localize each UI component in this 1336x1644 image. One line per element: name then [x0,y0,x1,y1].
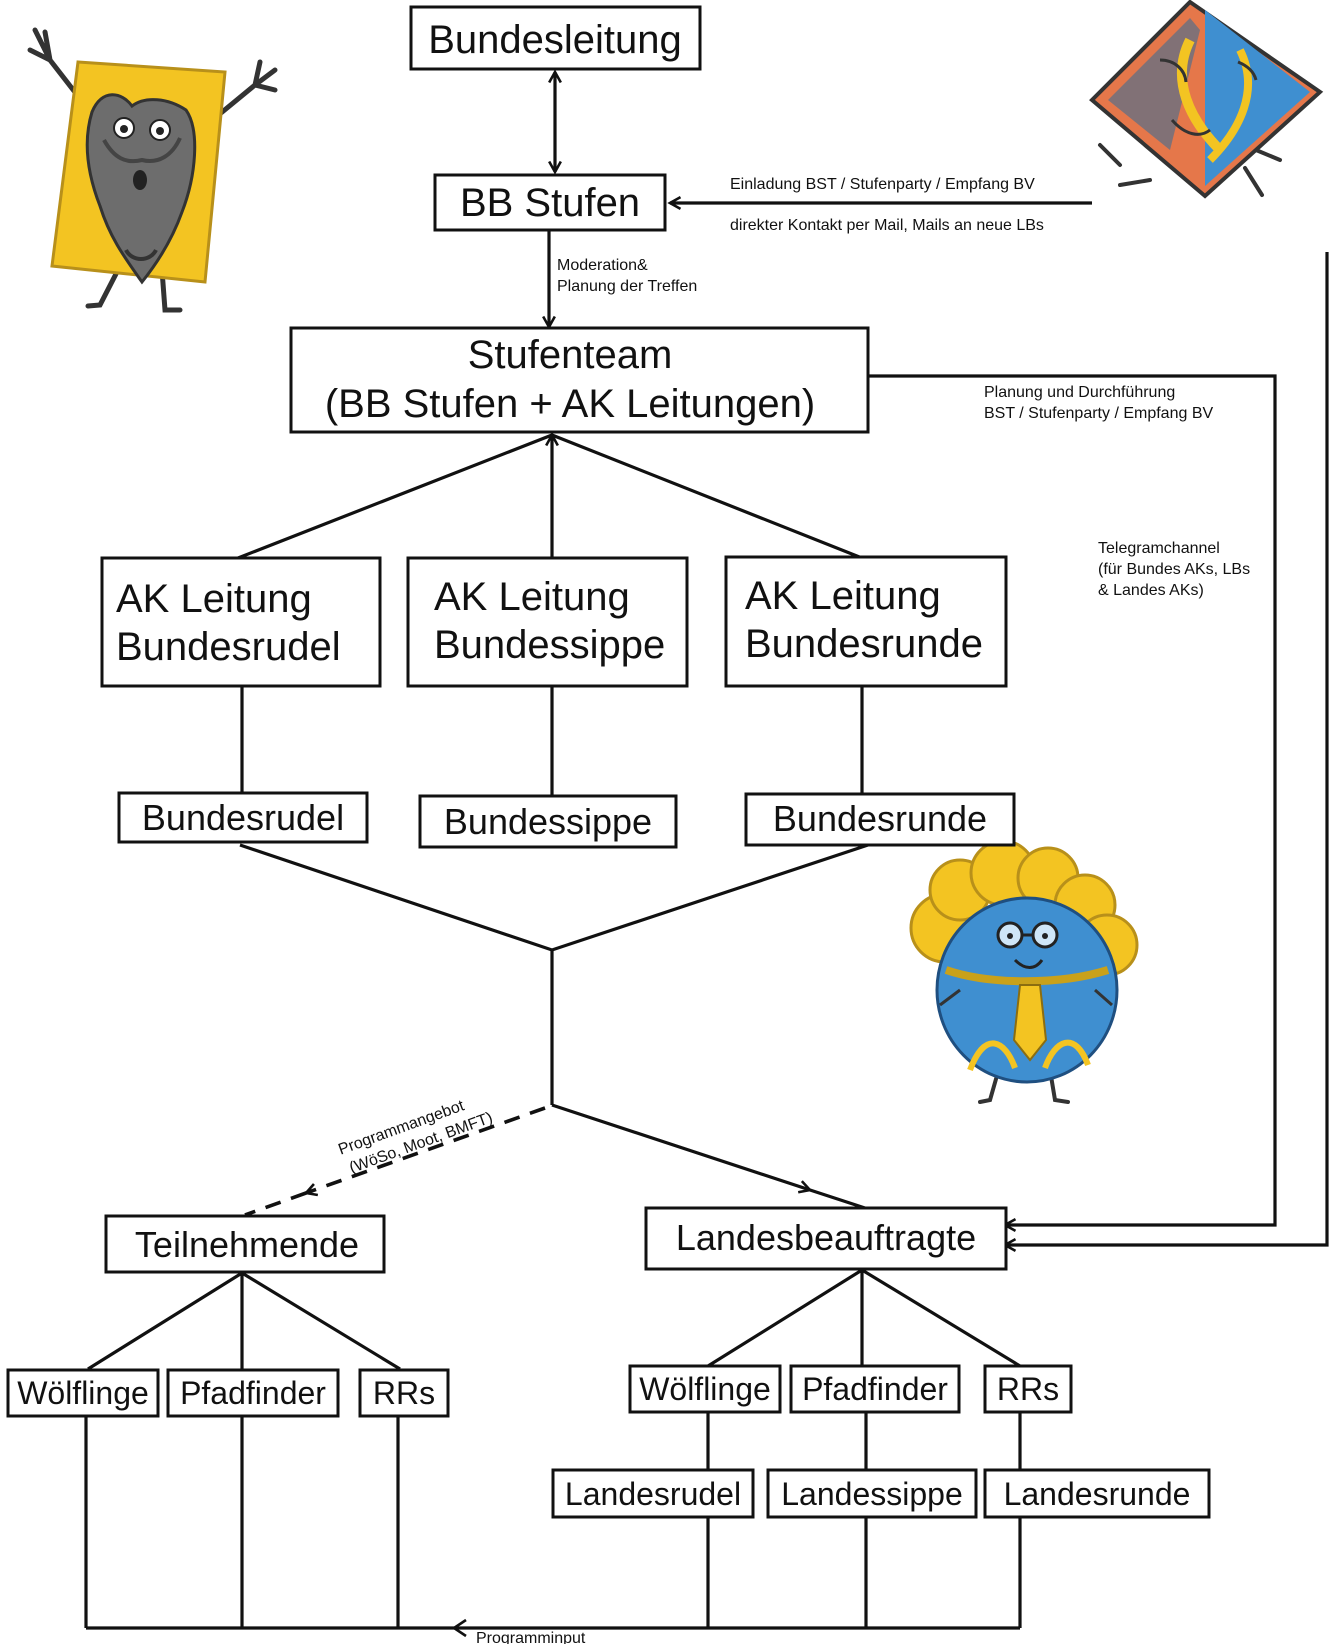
ak-bundesrudel-line1: AK Leitung [116,577,312,621]
bundesrunde-label: Bundesrunde [773,798,987,839]
connector-telegram-landesbeauftragte [1005,252,1329,1245]
connector-trunk-landesbeauftragte [551,1103,810,1190]
moderation-annotation-line2: Planung der Treffen [557,278,697,295]
node-bundessippe: Bundessippe [418,794,678,849]
connector-trunk-landesbeauftragte-end [809,1188,866,1210]
bundessippe-label: Bundessippe [444,801,652,842]
landesrudel-label: Landesrudel [565,1476,741,1512]
telegram-annotation-line3: & Landes AKs) [1098,582,1204,599]
programminput-annotation: Programminput [476,1630,586,1644]
landesbeauftragte-label: Landesbeauftragte [676,1217,976,1258]
node-landes-rrs: RRs [983,1364,1073,1414]
node-bundesrudel: Bundesrudel [117,791,369,844]
landes-rrs-label: RRs [997,1371,1059,1407]
node-teilnehmende-rrs: RRs [358,1368,450,1418]
connector-stufenteam-landesbeauftragte [868,374,1277,1225]
landesrunde-label: Landesrunde [1004,1476,1191,1512]
teilnehmende-pfadfinder-label: Pfadfinder [180,1375,326,1411]
node-ak-leitung-bundesrunde: AK Leitung Bundesrunde [724,555,1008,688]
stufenteam-label-line2: (BB Stufen + AK Leitungen) [325,382,815,426]
ak-bundesrunde-line1: AK Leitung [745,574,941,618]
node-landesbeauftragte: Landesbeauftragte [644,1206,1008,1271]
node-landes-pfadfinder: Pfadfinder [789,1364,961,1414]
stufenteam-label-line1: Stufenteam [468,333,673,377]
ak-bundesrudel-line2: Bundesrudel [116,625,341,669]
moderation-annotation-line1: Moderation& [557,257,648,274]
node-bb-stufen: BB Stufen [433,173,667,232]
connector-ak-outer [237,433,863,560]
planung-annotation-line1: Planung und Durchführung [984,384,1175,401]
node-teilnehmende-woelflinge: Wölflinge [6,1368,160,1418]
diamond-face-mascot-icon [1089,0,1324,199]
connector-programmangebot-end [244,1191,307,1217]
landes-woelflinge-label: Wölflinge [639,1371,771,1407]
wolf-mascot-icon [27,27,278,313]
telegram-annotation-line2: (für Bundes AKs, LBs [1098,561,1250,578]
node-landessippe: Landessippe [766,1468,978,1519]
connector-teilnehmende-tree [87,1271,401,1371]
teilnehmende-label: Teilnehmende [135,1224,359,1265]
node-bundesrunde: Bundesrunde [744,792,1016,847]
planung-annotation-line2: BST / Stufenparty / Empfang BV [984,405,1213,422]
bb-stufen-label: BB Stufen [460,181,640,225]
node-ak-leitung-bundessippe: AK Leitung Bundessippe [406,556,689,688]
connector-landesbeauftragte-tree [707,1268,1021,1368]
ak-bundessippe-line1: AK Leitung [434,575,630,619]
bundesleitung-label: Bundesleitung [428,18,682,62]
node-ak-leitung-bundesrudel: AK Leitung Bundesrudel [100,556,382,688]
node-teilnehmende-pfadfinder: Pfadfinder [166,1368,340,1418]
connector-bundes-converge [239,843,869,952]
programminput-arrowhead [451,1618,467,1638]
node-landesrunde: Landesrunde [983,1468,1211,1519]
einladung-annotation: Einladung BST / Stufenparty / Empfang BV [730,176,1035,193]
node-stufenteam: Stufenteam (BB Stufen + AK Leitungen) [289,326,870,434]
blue-round-mascot-icon [909,839,1139,1104]
connectors [84,72,1329,1638]
telegram-annotation-line1: Telegramchannel [1098,540,1220,557]
bundesrudel-label: Bundesrudel [142,797,344,838]
ak-bundessippe-line2: Bundessippe [434,623,665,667]
teilnehmende-woelflinge-label: Wölflinge [17,1375,149,1411]
node-landesrudel: Landesrudel [551,1468,755,1519]
node-landes-woelflinge: Wölflinge [628,1364,782,1414]
ak-bundesrunde-line2: Bundesrunde [745,622,983,666]
node-teilnehmende: Teilnehmende [104,1214,386,1274]
kontakt-annotation: direkter Kontakt per Mail, Mails an neue… [730,217,1044,234]
programmangebot-annotation: Programmangebot (WöSo, Moot, BMFT) [336,1097,495,1177]
landes-pfadfinder-label: Pfadfinder [802,1371,948,1407]
node-bundesleitung: Bundesleitung [409,5,702,71]
connector-programmangebot-teilnehmende [306,1106,546,1193]
landessippe-label: Landessippe [781,1476,962,1512]
teilnehmende-rrs-label: RRs [373,1375,435,1411]
